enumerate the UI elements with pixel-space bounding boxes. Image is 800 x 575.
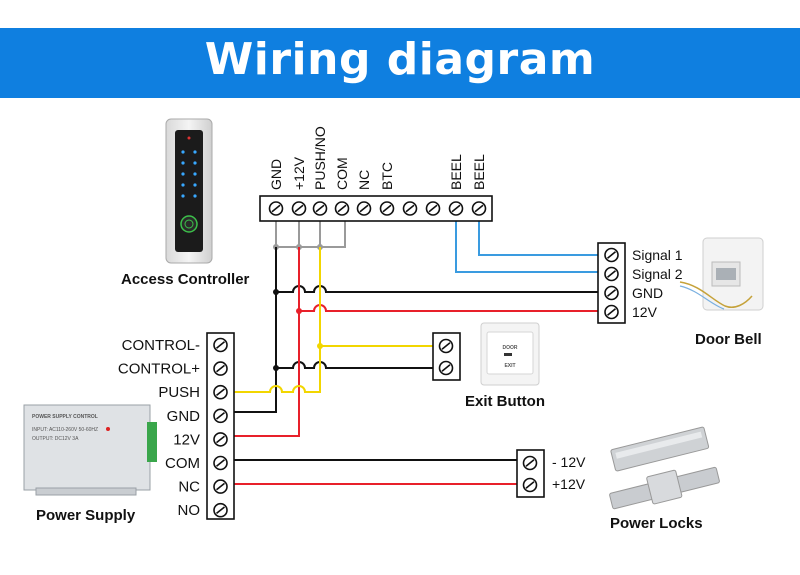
access-controller: Access Controller GND +12V PUSH/NO COM NC BTC…	[121, 118, 493, 288]
controller-terminal-screw	[379, 201, 395, 216]
power-supply-terminal-screw	[213, 384, 228, 400]
beel-wire	[478, 214, 603, 256]
power-supply-terminal-screw	[213, 361, 228, 376]
controller-terminal-labels: GND +12V PUSH/NO COM NC BTC BEEL BEEL	[268, 126, 487, 190]
power-supply-terminal-labels: CONTROL- CONTROL+ PUSH GND 12V COM NC NO	[118, 337, 200, 519]
bell-terminal-screw	[604, 247, 619, 263]
wire-junction	[317, 343, 323, 349]
controller-terminal-label: PUSH/NO	[312, 126, 328, 190]
power-supply-device-output: OUTPUT: DC12V 3A	[32, 436, 79, 442]
gnd-wire	[234, 247, 277, 413]
power-supply-terminal-label: CONTROL+	[118, 361, 200, 378]
controller-terminal-label: BEEL	[448, 154, 464, 190]
controller-terminal-screw	[291, 201, 307, 216]
fingerprint-icon	[180, 215, 198, 233]
bell-terminal-label: 12V	[632, 304, 658, 320]
wire-junction	[273, 365, 279, 371]
wire-junction	[273, 289, 279, 295]
controller-terminal-screw	[448, 201, 464, 216]
page-title: Wiring diagram	[204, 34, 596, 85]
power-supply-terminal-screw	[213, 432, 228, 447]
controller-terminal-screw	[312, 201, 328, 216]
controller-terminal-label: GND	[268, 159, 284, 190]
power-supply-terminal-screw	[213, 337, 228, 353]
power-locks-unit: - 12V +12V Power Locks	[516, 426, 720, 532]
controller-terminal-label: COM	[334, 157, 350, 190]
controller-terminal-screw	[425, 201, 441, 216]
power-supply-terminal-screw	[213, 502, 228, 518]
exit-face-exit: EXIT	[504, 363, 515, 369]
exit-face-door: DOOR	[503, 345, 518, 351]
gnd-to-bell-wire	[276, 285, 603, 293]
magnetic-lock-device	[610, 426, 710, 472]
wire-junction	[296, 308, 302, 314]
door-bell-label: Door Bell	[695, 331, 762, 348]
lock-terminal-label-pos: +12V	[552, 476, 586, 492]
push-wire	[234, 247, 321, 393]
bell-terminal-label: GND	[632, 285, 663, 301]
status-led-icon	[106, 427, 110, 431]
bell-terminal-screw	[604, 304, 619, 320]
controller-terminal-screw	[402, 201, 418, 216]
beel-wire	[455, 214, 603, 273]
power-supply-terminal-screw	[213, 455, 228, 471]
power-supply-label: Power Supply	[36, 507, 136, 524]
bell-terminal-screw	[604, 285, 619, 301]
door-bell-unit: Signal 1 Signal 2 GND 12V Door Bell	[597, 237, 764, 348]
gnd-to-exit-wire	[276, 361, 438, 369]
controller-terminal-screw	[334, 201, 350, 216]
12v-to-bell-wire	[299, 304, 603, 312]
power-supply-terminal-label: GND	[167, 408, 201, 425]
bell-terminal-label: Signal 1	[632, 247, 683, 263]
power-supply-terminal-screw	[213, 408, 228, 424]
power-supply-terminal-label: 12V	[173, 431, 200, 448]
gray-jumper-wire	[275, 214, 346, 248]
power-supply-terminal-label: NC	[178, 479, 200, 496]
bell-cable	[679, 281, 753, 308]
bell-terminal-screw	[604, 266, 619, 282]
power-supply: POWER SUPPLY CONTROL INPUT: AC110-260V 5…	[23, 332, 235, 524]
power-supply-device-input: INPUT: AC110-260V 50-60HZ	[32, 427, 98, 433]
power-supply-terminal-screw	[213, 479, 228, 494]
title-banner	[0, 28, 800, 98]
power-supply-terminal-label: CONTROL-	[122, 337, 200, 354]
power-supply-terminal-label: NO	[178, 502, 201, 519]
controller-terminal-label: NC	[356, 170, 372, 190]
power-supply-device-title: POWER SUPPLY CONTROL	[32, 414, 98, 420]
controller-terminal-label: +12V	[291, 156, 307, 190]
power-supply-terminal-label: PUSH	[158, 384, 200, 401]
exit-button-label: Exit Button	[465, 393, 545, 410]
power-locks-label: Power Locks	[610, 515, 703, 532]
controller-terminal-label: BTC	[379, 162, 395, 190]
access-controller-label: Access Controller	[121, 271, 250, 288]
controller-terminal-label: BEEL	[471, 154, 487, 190]
power-supply-terminal-label: COM	[165, 455, 200, 472]
controller-terminal-screw	[356, 201, 372, 216]
controller-terminal-screw	[268, 201, 284, 216]
exit-button-unit: DOOR EXIT Exit Button	[432, 322, 545, 410]
key-icon	[504, 353, 512, 356]
controller-terminal-screw	[471, 201, 487, 216]
electric-strike-device	[609, 466, 720, 510]
keypad-buttons	[181, 150, 197, 198]
bell-terminal-label: Signal 2	[632, 266, 683, 282]
lock-terminal-label-neg: - 12V	[552, 454, 586, 470]
wires	[234, 214, 603, 485]
